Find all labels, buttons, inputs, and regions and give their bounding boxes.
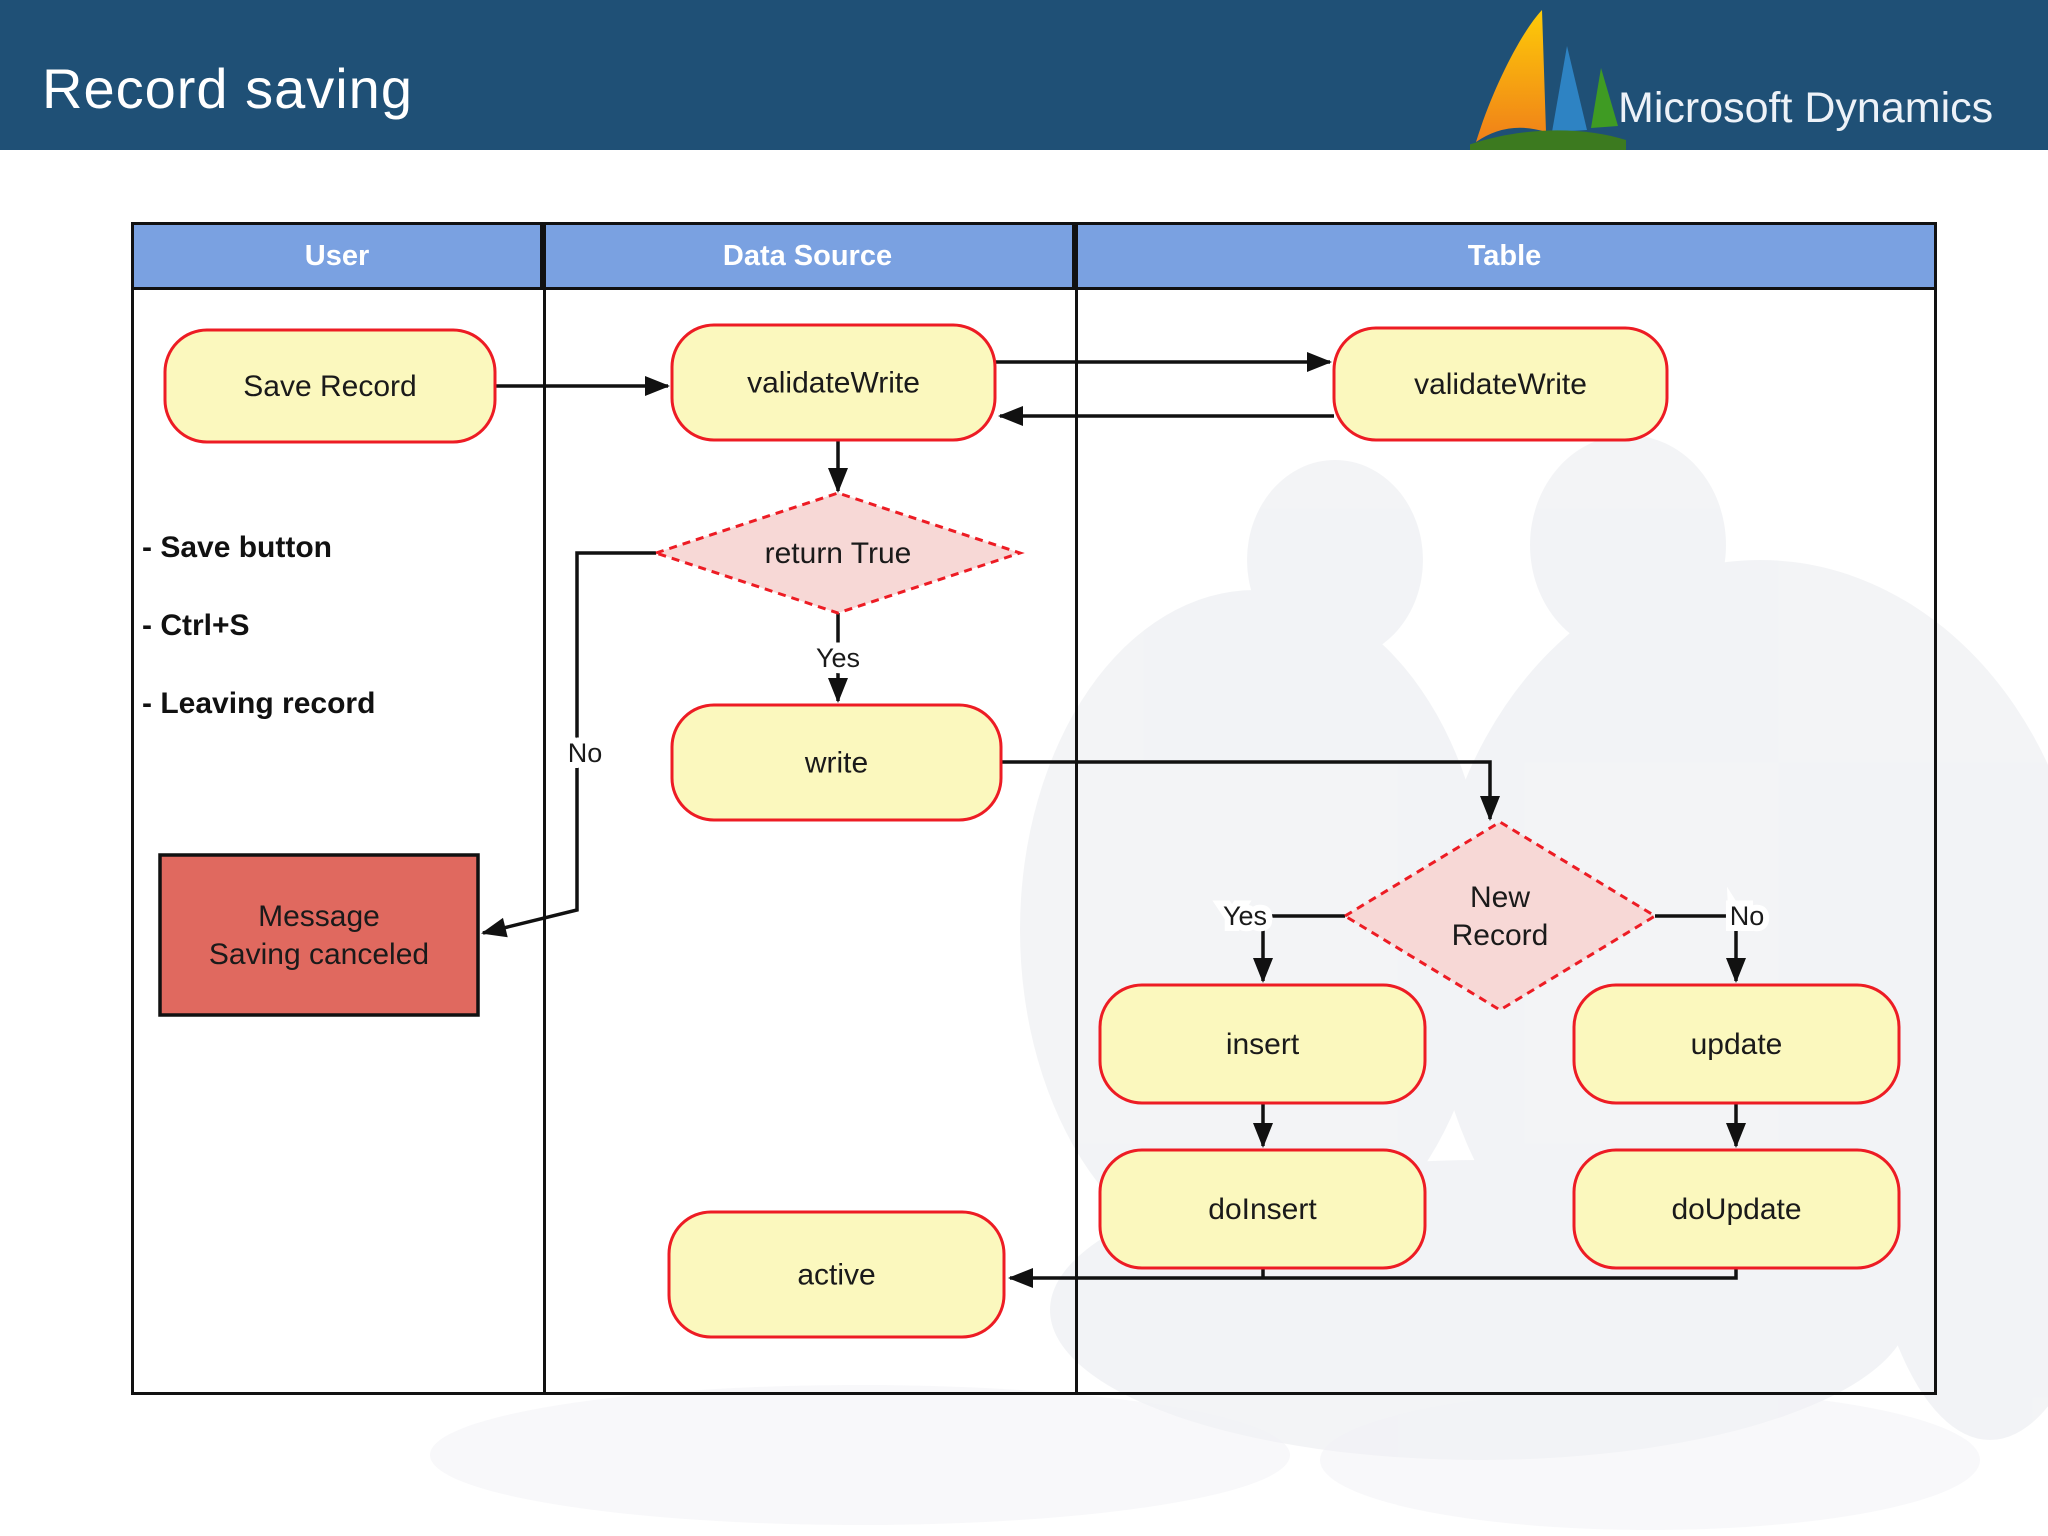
node-return-true-label: return True xyxy=(765,537,912,570)
lane-header-data-source: Data Source xyxy=(543,225,1075,287)
lane-header-row: User Data Source Table xyxy=(134,225,1934,290)
node-save-record: Save Record xyxy=(163,328,497,444)
node-doupdate-label: doUpdate xyxy=(1671,1193,1801,1226)
node-write-label: write xyxy=(804,747,868,780)
brand-name: Microsoft Dynamics xyxy=(1618,84,1994,132)
edge-write-to-newrecord xyxy=(1001,760,1500,821)
node-message-saving-canceled-label: Saving canceled xyxy=(209,938,429,971)
node-write: write xyxy=(670,703,1003,822)
lane-header-table: Table xyxy=(1075,225,1934,287)
edge-returntrue-yes-to-write-label: Yes xyxy=(816,643,860,673)
lane-divider xyxy=(1075,225,1078,1392)
node-message-saving-canceled-label: Message xyxy=(258,900,380,933)
node-update-label: update xyxy=(1691,1028,1783,1061)
node-active-label: active xyxy=(797,1259,875,1292)
node-validatewrite-ds: validateWrite xyxy=(670,323,997,442)
node-active: active xyxy=(667,1210,1006,1339)
microsoft-dynamics-logo: Microsoft Dynamics xyxy=(1460,0,2030,150)
dynamics-sails-icon xyxy=(1460,10,1626,150)
note-ctrl-s: - Ctrl+S xyxy=(142,609,250,642)
node-new-record-label: New xyxy=(1470,881,1530,914)
node-insert-label: insert xyxy=(1226,1028,1300,1061)
node-doinsert-label: doInsert xyxy=(1208,1193,1317,1226)
edge-newrecord-no-to-update-label: No xyxy=(1730,901,1765,931)
save-trigger-notes: - Save button - Ctrl+S - Leaving record xyxy=(142,528,375,762)
node-return-true: return True xyxy=(651,491,1025,615)
node-validatewrite-ds-label: validateWrite xyxy=(747,367,920,400)
edge-newrecord-yes-to-insert-label: Yes xyxy=(1223,901,1267,931)
node-validatewrite-table: validateWrite xyxy=(1332,326,1669,442)
lane-divider xyxy=(543,225,546,1392)
note-leaving-record: - Leaving record xyxy=(142,687,376,720)
node-doinsert: doInsert xyxy=(1098,1148,1427,1270)
edge-doupdate-to-active xyxy=(1008,1268,1738,1288)
swimlane-table: User Data Source Table xyxy=(131,222,1937,1395)
node-doupdate: doUpdate xyxy=(1572,1148,1901,1270)
node-save-record-label: Save Record xyxy=(243,370,416,403)
lane-header-user: User xyxy=(134,225,543,287)
edge-returntrue-no-to-message xyxy=(481,551,656,938)
node-validatewrite-table-label: validateWrite xyxy=(1414,368,1587,401)
edge-returntrue-no-to-message-label: No xyxy=(568,738,603,768)
node-insert: insert xyxy=(1098,983,1427,1105)
note-save-button: - Save button xyxy=(142,531,333,564)
title-bar: Record saving Microsoft Dynamics xyxy=(0,0,2048,150)
edge-newrecord-no-to-update xyxy=(1655,914,1746,983)
edge-newrecord-yes-to-insert xyxy=(1253,914,1345,983)
node-update: update xyxy=(1572,983,1901,1105)
node-new-record-label: Record xyxy=(1452,919,1549,952)
page-title: Record saving xyxy=(42,57,413,120)
